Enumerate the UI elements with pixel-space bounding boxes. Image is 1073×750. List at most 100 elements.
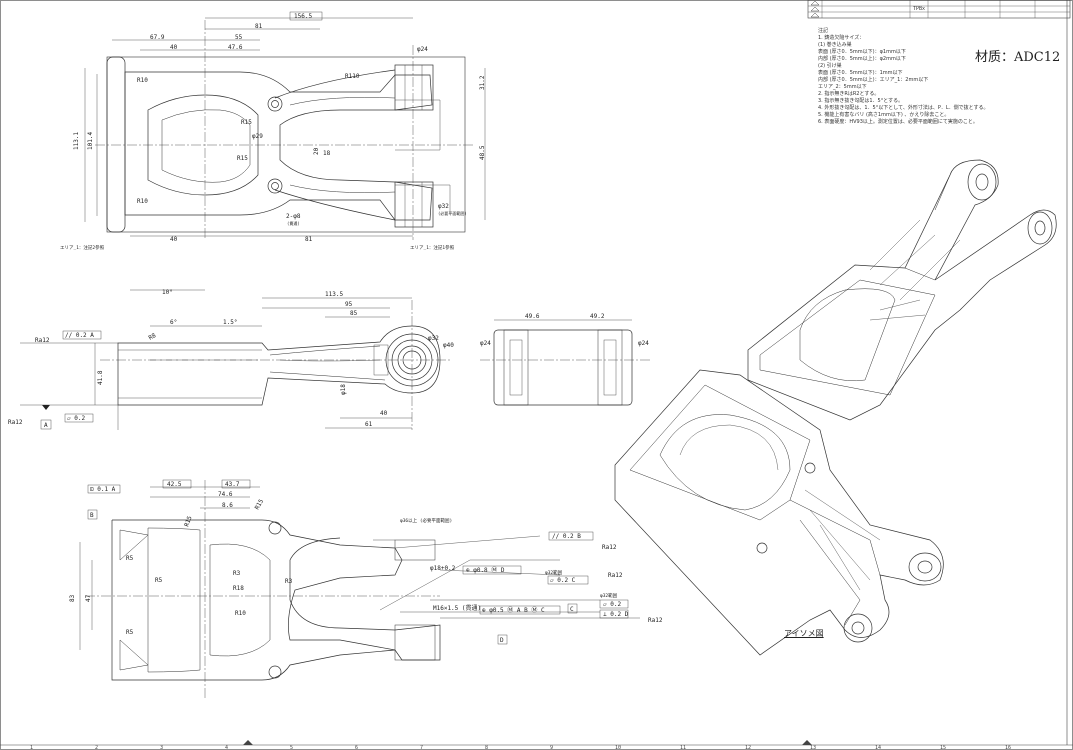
svg-text:49.2: 49.2 — [590, 313, 605, 320]
svg-text:101.4: 101.4 — [87, 132, 94, 150]
svg-text:31.2: 31.2 — [479, 75, 486, 90]
svg-text:φ32: φ32 — [438, 203, 449, 210]
svg-text:R15: R15 — [241, 119, 252, 126]
svg-text:18: 18 — [323, 150, 331, 157]
svg-text:81: 81 — [255, 23, 263, 30]
svg-text:113.5: 113.5 — [325, 291, 343, 298]
svg-text:(必要平面範囲): (必要平面範囲) — [438, 210, 467, 216]
svg-text:⊡ 0.1 A: ⊡ 0.1 A — [90, 486, 116, 493]
note-line: 1. 鋳造欠陥サイズ： — [818, 35, 865, 41]
note-line: (1) 巻き込み巣 — [818, 42, 852, 48]
isometric-view-lower — [614, 369, 944, 656]
svg-text:49.6: 49.6 — [525, 313, 540, 320]
svg-text:// 0.2 A: // 0.2 A — [65, 332, 94, 339]
svg-text:R5: R5 — [126, 555, 134, 562]
svg-text:TPBx: TPBx — [913, 6, 925, 12]
svg-text:φ29: φ29 — [252, 133, 263, 140]
svg-text:10°: 10° — [162, 289, 173, 296]
svg-text:1.5°: 1.5° — [223, 319, 237, 326]
top-view — [84, 17, 486, 240]
svg-text:16: 16 — [1005, 745, 1011, 750]
svg-text:Ra12: Ra12 — [8, 419, 23, 426]
isometric-view-upper — [747, 159, 1057, 421]
svg-text:φ18: φ18 — [340, 384, 347, 395]
svg-text:R18: R18 — [233, 585, 244, 592]
svg-text:85: 85 — [350, 310, 358, 317]
svg-text:14: 14 — [875, 745, 881, 750]
note-line: 内部 (厚さ0．5mm以上)：φ2mm以下 — [818, 56, 906, 62]
svg-text:20: 20 — [313, 147, 320, 155]
svg-text:61: 61 — [365, 421, 373, 428]
svg-text:R15: R15 — [254, 498, 266, 511]
svg-text:Ra12: Ra12 — [648, 617, 663, 624]
svg-text:⊥ 0.2 D: ⊥ 0.2 D — [603, 611, 629, 618]
svg-text:φ32: φ32 — [428, 335, 439, 342]
title-block: TPBx — [807, 0, 1071, 19]
svg-text:81: 81 — [305, 236, 313, 243]
note-line: 5. 機能上有害なバリ (高さ1mm以下) 、かえり除去こと。 — [818, 112, 950, 118]
svg-text:C: C — [570, 606, 574, 613]
svg-text:R15: R15 — [237, 155, 248, 162]
svg-text:13: 13 — [810, 745, 816, 750]
svg-text:43.7: 43.7 — [225, 481, 240, 488]
svg-text:11: 11 — [680, 745, 686, 750]
general-notes: 注記 1. 鋳造欠陥サイズ： (1) 巻き込み巣 表面 (厚さ0．5mm以下)：… — [818, 28, 1068, 126]
svg-text:R10: R10 — [235, 610, 246, 617]
svg-text:R15: R15 — [183, 515, 193, 528]
svg-text:R10: R10 — [137, 77, 148, 84]
end-view-dims: 49.6 49.2 φ24 φ24 — [480, 313, 649, 347]
svg-text:▱ 0.2 C: ▱ 0.2 C — [550, 577, 576, 584]
svg-text:41.8: 41.8 — [97, 370, 104, 385]
svg-text:55: 55 — [235, 34, 243, 41]
note-line: 4. 外形抜き勾配は、1．5°以下として、外形寸法は、P．L．側で抜とする。 — [818, 105, 989, 111]
note-line: 3. 指示無き抜き勾配は1．5°とする。 — [818, 98, 904, 104]
svg-text:Ra12: Ra12 — [608, 572, 623, 579]
svg-text:6°: 6° — [170, 319, 177, 326]
note-line: 表面 (厚さ0．5mm以下)：1mm以下 — [818, 70, 903, 76]
note-line: 表面 (厚さ0．5mm以下)：φ1mm以下 — [818, 49, 906, 55]
side-view — [20, 289, 450, 430]
svg-text:R10: R10 — [137, 198, 148, 205]
svg-text:⊕ φ0.5 Ⓜ A B Ⓜ C: ⊕ φ0.5 Ⓜ A B Ⓜ C — [482, 606, 545, 614]
dim-156-5: 156.5 — [294, 13, 312, 20]
svg-text:M16×1.5 (貫通): M16×1.5 (貫通) — [433, 604, 481, 612]
svg-text:6: 6 — [355, 745, 358, 750]
svg-text:R3: R3 — [285, 578, 293, 585]
border-ruler: 1 2 3 4 5 6 7 8 9 10 11 12 13 14 15 16 — [30, 740, 1011, 750]
svg-text:エリア_1：注記1参照: エリア_1：注記1参照 — [410, 244, 455, 251]
svg-text:8.6: 8.6 — [222, 502, 233, 509]
svg-text:φ18+0.2: φ18+0.2 — [430, 565, 456, 572]
svg-text:9: 9 — [550, 745, 553, 750]
note-line: 内部 (厚さ0．5mm以上)：エリア_1：2mm以下 — [818, 77, 929, 83]
note-line: (2) 引け巣 — [818, 63, 842, 69]
svg-text:▱ 0.2: ▱ 0.2 — [67, 415, 85, 422]
svg-text:4: 4 — [225, 745, 228, 750]
svg-text:47: 47 — [85, 594, 92, 602]
svg-text:10: 10 — [615, 745, 621, 750]
svg-text:1: 1 — [30, 745, 33, 750]
svg-text:φ40: φ40 — [443, 342, 454, 349]
svg-text:113.1: 113.1 — [73, 132, 80, 150]
svg-text:φ32範囲: φ32範囲 — [600, 592, 618, 599]
svg-text:48.5: 48.5 — [479, 145, 486, 160]
svg-text:Ra12: Ra12 — [602, 544, 617, 551]
material-label: 材质：ADC12 — [975, 50, 1061, 65]
svg-text:D: D — [500, 637, 504, 644]
svg-text:A: A — [44, 422, 48, 429]
svg-text:// 0.2 B: // 0.2 B — [552, 533, 581, 540]
note-line: エリア_2：5mm以下 — [818, 84, 867, 90]
svg-text:83: 83 — [69, 594, 76, 602]
svg-text:φ24: φ24 — [638, 340, 649, 347]
svg-text:47.6: 47.6 — [228, 44, 243, 51]
svg-text:⊕ φ0.8 Ⓜ D: ⊕ φ0.8 Ⓜ D — [466, 566, 505, 574]
notes-heading: 注記 — [818, 28, 829, 34]
bottom-view — [79, 480, 640, 700]
side-view-dims: 10° 113.5 95 85 6° 1.5° R8 φ40 41.8 40 6… — [8, 289, 454, 430]
svg-text:3: 3 — [160, 745, 163, 750]
svg-text:2-φ8: 2-φ8 — [286, 213, 301, 220]
svg-text:5: 5 — [290, 745, 293, 750]
svg-text:R110: R110 — [345, 73, 360, 80]
svg-text:B: B — [90, 512, 94, 519]
svg-text:40: 40 — [170, 236, 178, 243]
